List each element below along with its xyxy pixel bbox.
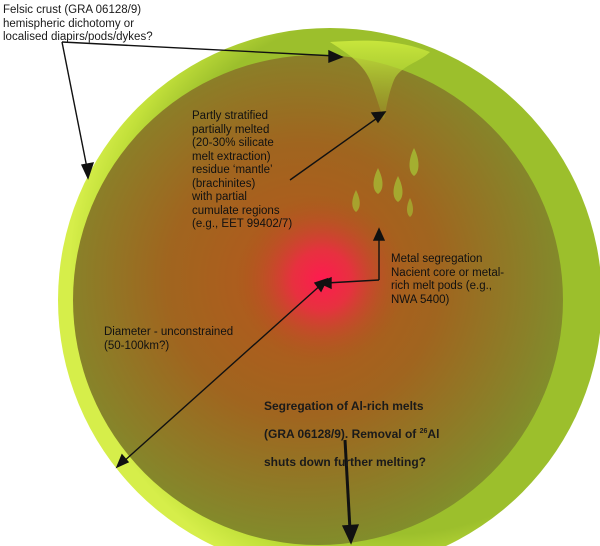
metal-arrow-left bbox=[325, 279, 380, 284]
melt-droplet bbox=[409, 148, 419, 176]
felsic-diapir bbox=[330, 40, 430, 120]
melt-droplet bbox=[407, 198, 413, 217]
diameter-arrowhead-bottom bbox=[115, 453, 130, 469]
mantle-label: Partly stratified partially melted (20-3… bbox=[192, 110, 293, 230]
felsic-crust-label: Felsic crust (GRA 06128/9) hemispheric d… bbox=[3, 4, 153, 43]
melt-droplet bbox=[373, 168, 383, 194]
crust-arrowhead-top bbox=[328, 49, 344, 64]
segregation-line-1: Segregation of Al-rich melts bbox=[264, 399, 424, 413]
segregation-line-2: (GRA 06128/9). Removal of 26Al bbox=[264, 427, 440, 441]
crust-arrow-left bbox=[61, 41, 89, 174]
segregation-line-3: shuts down further melting? bbox=[264, 455, 426, 469]
mantle-arrowhead bbox=[370, 111, 387, 124]
melt-droplet bbox=[352, 190, 360, 212]
diameter-arrow bbox=[122, 282, 324, 463]
melt-droplet bbox=[393, 176, 403, 202]
segregation-arrow bbox=[343, 439, 352, 531]
metal-segregation-label: Metal segregation Nacient core or metal-… bbox=[391, 253, 505, 306]
mantle-arrow bbox=[289, 115, 381, 181]
crust-arrowhead-left bbox=[80, 162, 95, 180]
crust-arrow-top bbox=[61, 41, 337, 57]
diameter-arrowhead-top bbox=[313, 277, 329, 293]
segregation-label: Segregation of Al-rich melts (GRA 06128/… bbox=[264, 385, 439, 483]
metal-arrowhead-up bbox=[372, 227, 386, 241]
diameter-label: Diameter - unconstrained (50-100km?) bbox=[104, 326, 234, 352]
segregation-arrowhead bbox=[341, 524, 360, 545]
